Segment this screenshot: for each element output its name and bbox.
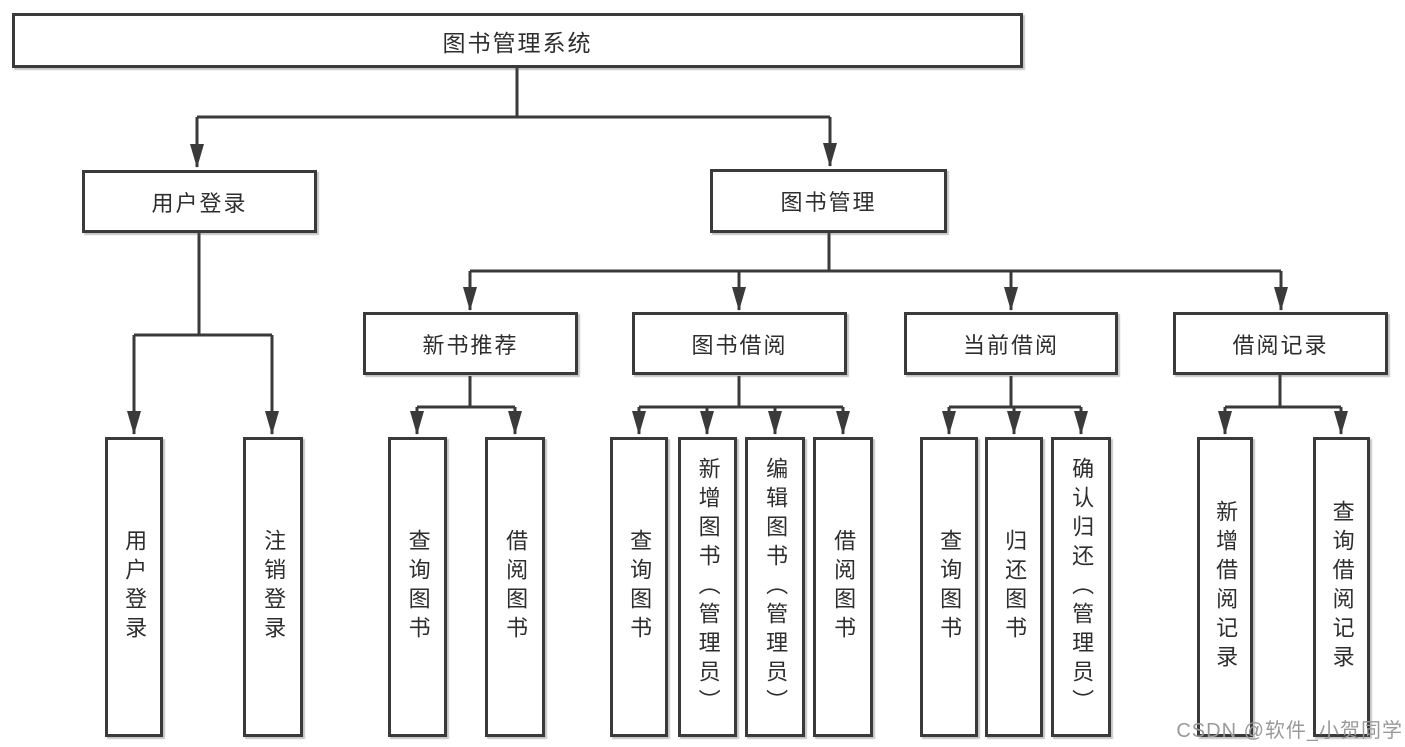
- node-root: 图书管理系统: [12, 13, 1023, 68]
- leaf-current-confirm-return-admin: 确认归还（管理员）: [1051, 437, 1111, 737]
- node-current-borrowing: 当前借阅: [904, 312, 1118, 375]
- leaf-borrowing-add-book-admin: 新增图书（管理员）: [678, 437, 737, 737]
- leaf-borrowing-query-book: 查询图书: [610, 437, 668, 737]
- leaf-current-confirm-return-admin-label: 确认归还（管理员）: [1069, 456, 1095, 718]
- leaf-recommend-query-book: 查询图书: [388, 437, 447, 737]
- connector-new-book-children: [410, 376, 522, 435]
- leaf-recommend-borrow-book-label: 借阅图书: [503, 529, 529, 645]
- node-current-borrowing-label: 当前借阅: [962, 332, 1059, 358]
- leaf-recommend-query-book-label: 查询图书: [405, 529, 431, 645]
- connector-book-borrowing-children: [632, 376, 850, 435]
- leaf-current-query-book: 查询图书: [920, 437, 978, 737]
- leaf-borrowing-add-book-admin-label: 新增图书（管理员）: [695, 456, 721, 718]
- leaf-borrowing-edit-book-admin-label: 编辑图书（管理员）: [763, 456, 789, 718]
- leaf-user-login-label: 用户登录: [122, 529, 148, 645]
- leaf-borrowing-borrow-book: 借阅图书: [813, 437, 873, 737]
- leaf-records-query-record: 查询借阅记录: [1313, 437, 1370, 737]
- leaf-user-login: 用户登录: [105, 437, 163, 737]
- leaf-records-add-record-label: 新增借阅记录: [1213, 500, 1239, 674]
- node-book-management-label: 图书管理: [780, 190, 877, 215]
- connector-root-to-level2: [190, 68, 837, 168]
- leaf-borrowing-borrow-book-label: 借阅图书: [831, 529, 857, 645]
- node-borrowing-records-label: 借阅记录: [1232, 332, 1329, 358]
- leaf-current-return-book-label: 归还图书: [1002, 529, 1028, 645]
- node-new-book-recommend: 新书推荐: [363, 312, 578, 375]
- node-user-login: 用户登录: [82, 170, 317, 233]
- connector-user-login-children: [127, 233, 279, 435]
- leaf-current-query-book-label: 查询图书: [937, 529, 963, 645]
- leaf-borrowing-edit-book-admin: 编辑图书（管理员）: [745, 437, 805, 737]
- node-book-borrowing: 图书借阅: [632, 312, 847, 375]
- leaf-current-return-book: 归还图书: [985, 437, 1043, 737]
- node-book-management: 图书管理: [710, 169, 947, 233]
- leaf-records-add-record: 新增借阅记录: [1197, 437, 1253, 737]
- connector-current-borrowing-children: [942, 376, 1088, 435]
- watermark-text: CSDN @软件_小贺同学: [1176, 720, 1403, 742]
- leaf-logout: 注销登录: [243, 437, 303, 737]
- leaf-logout-label: 注销登录: [261, 529, 287, 645]
- node-new-book-recommend-label: 新书推荐: [422, 332, 519, 358]
- connector-borrowing-records-children: [1218, 375, 1348, 435]
- leaf-records-query-record-label: 查询借阅记录: [1329, 500, 1355, 674]
- node-root-label: 图书管理系统: [442, 29, 593, 56]
- leaf-borrowing-query-book-label: 查询图书: [627, 529, 653, 645]
- node-borrowing-records: 借阅记录: [1173, 312, 1388, 375]
- node-book-borrowing-label: 图书借阅: [691, 332, 788, 358]
- connector-book-management-children: [463, 233, 1288, 311]
- leaf-recommend-borrow-book: 借阅图书: [485, 437, 545, 737]
- node-user-login-label: 用户登录: [151, 190, 248, 216]
